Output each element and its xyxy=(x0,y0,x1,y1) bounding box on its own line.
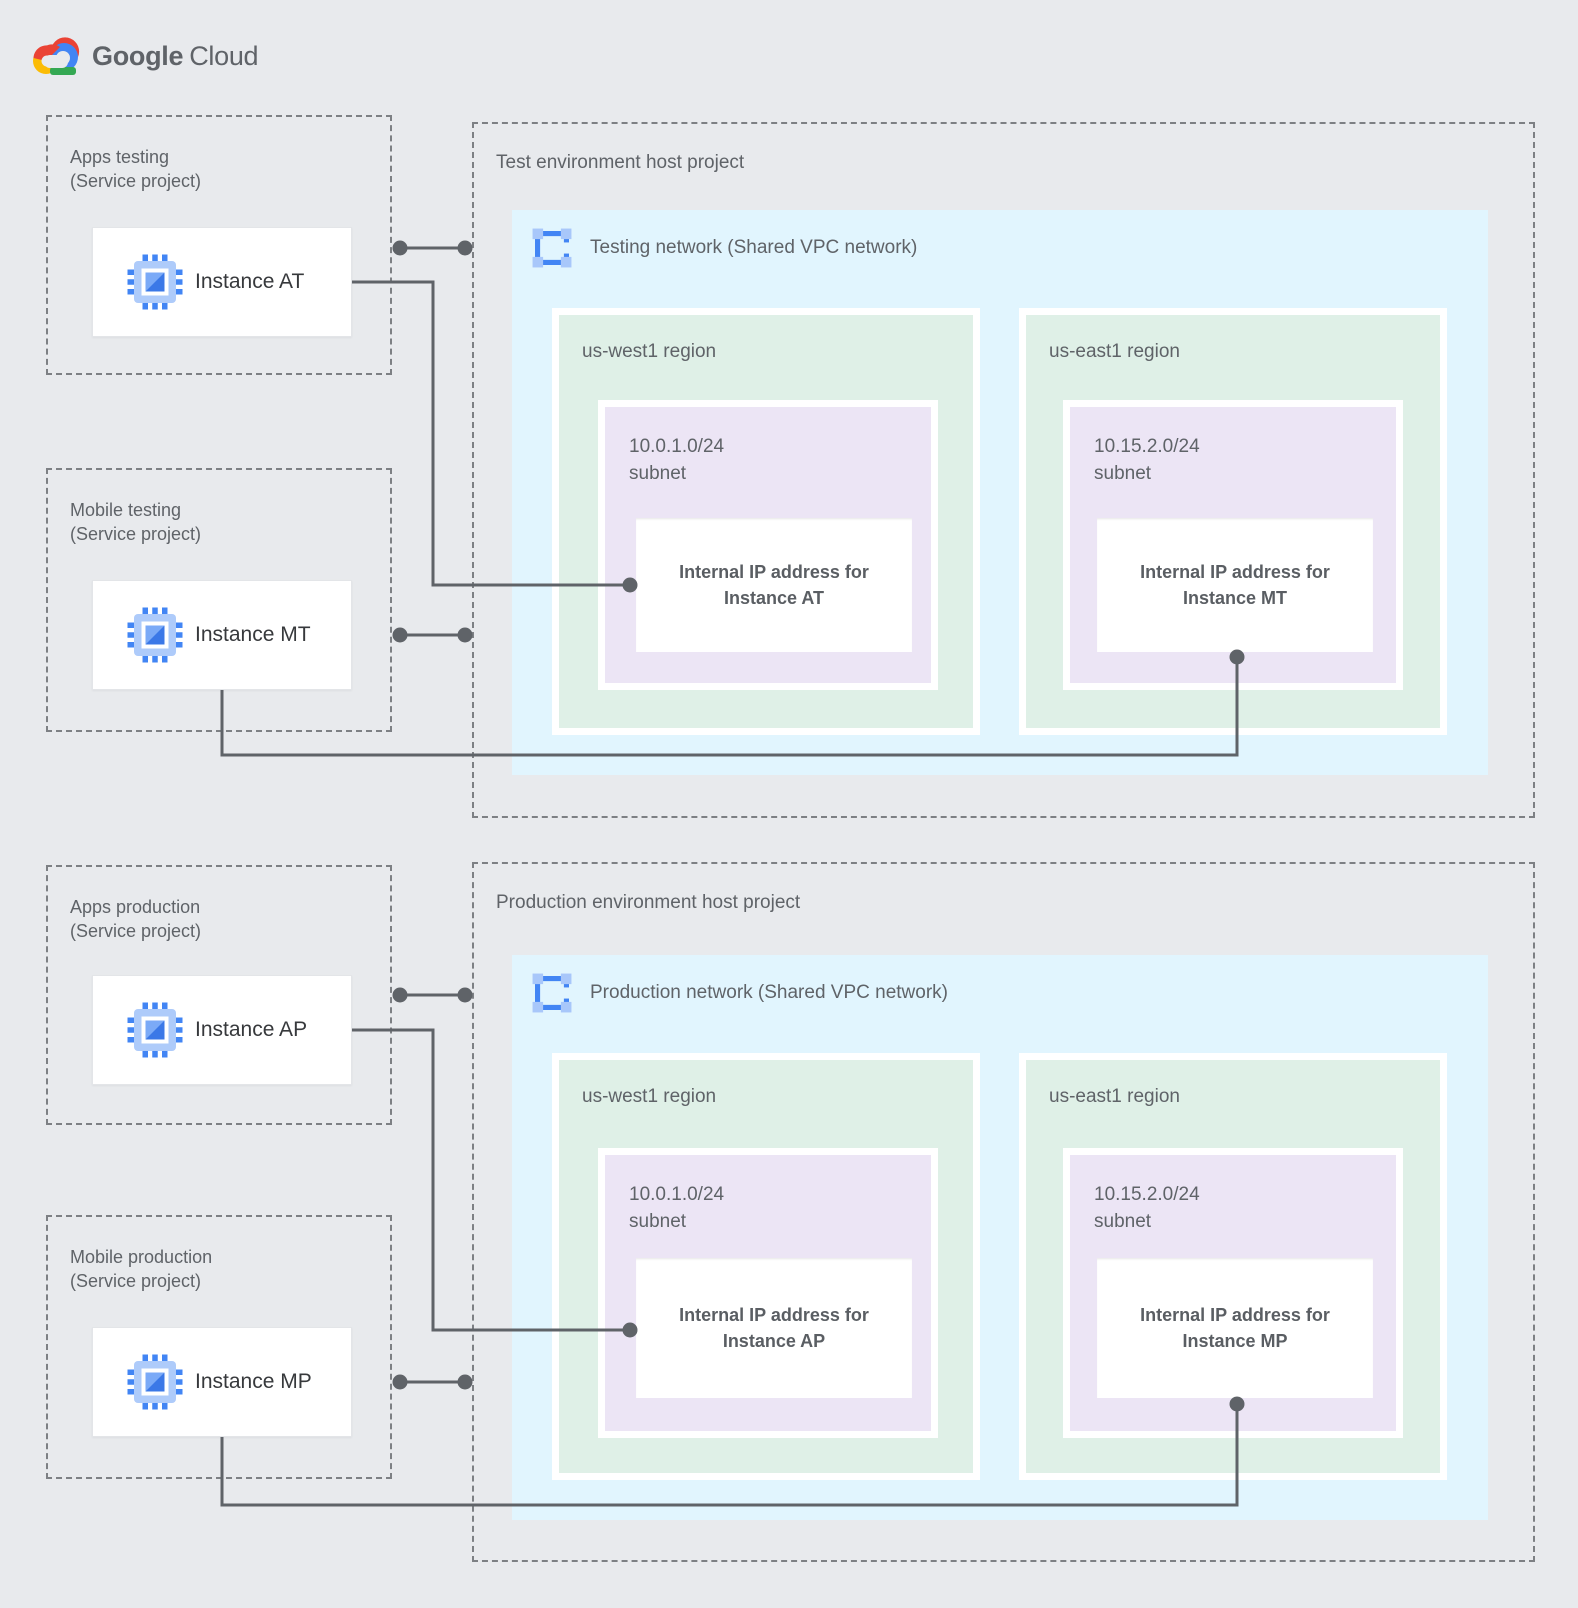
instance-mp-card: Instance MP xyxy=(92,1327,352,1437)
compute-engine-icon xyxy=(127,1002,183,1058)
mobile-testing-project-box: Mobile testing (Service project) xyxy=(46,468,392,732)
instance-at-label: Instance AT xyxy=(195,270,305,293)
internal-ip-mt-line2: Instance MT xyxy=(1182,588,1288,608)
apps-testing-project-box: Apps testing (Service project) xyxy=(46,115,392,375)
prod-east-subnet-label: 10.15.2.0/24 subnet xyxy=(1094,1181,1200,1235)
internal-ip-at-line1: Internal IP address for xyxy=(679,562,869,582)
internal-ip-instance-mp-box: Internal IP address for Instance MP xyxy=(1097,1258,1373,1398)
prod-us-west1-region-label: us-west1 region xyxy=(582,1086,717,1107)
mobile-testing-subtitle: (Service project) xyxy=(70,524,202,544)
mobile-production-project-box: Mobile production (Service project) xyxy=(46,1215,392,1479)
instance-at-card: Instance AT xyxy=(92,227,352,337)
internal-ip-mp-line1: Internal IP address for xyxy=(1140,1305,1330,1325)
production-network-label: Production network (Shared VPC network) xyxy=(590,982,948,1003)
google-cloud-icon xyxy=(33,37,80,75)
test-east-subnet-cidr: 10.15.2.0/24 xyxy=(1094,436,1200,457)
apps-production-title: Apps production xyxy=(70,897,201,917)
test-us-west1-region-label: us-west1 region xyxy=(582,341,717,362)
connector-apps-production-host-link xyxy=(392,987,473,1003)
mobile-production-title: Mobile production xyxy=(70,1247,213,1267)
compute-engine-icon xyxy=(127,1354,183,1410)
logo-google-text: Google xyxy=(92,40,184,71)
instance-mt-card: Instance MT xyxy=(92,580,352,690)
test-east-subnet-word: subnet xyxy=(1094,463,1152,484)
production-network-header: Production network (Shared VPC network) xyxy=(532,973,948,1013)
apps-production-label: Apps production (Service project) xyxy=(70,895,201,943)
instance-mp-label: Instance MP xyxy=(195,1370,312,1393)
mobile-production-subtitle: (Service project) xyxy=(70,1271,202,1291)
prod-east-subnet-cidr: 10.15.2.0/24 xyxy=(1094,1184,1200,1205)
prod-west-subnet-word: subnet xyxy=(629,1211,687,1232)
test-east-subnet-label: 10.15.2.0/24 subnet xyxy=(1094,433,1200,487)
mobile-testing-label: Mobile testing (Service project) xyxy=(70,498,201,546)
test-west-subnet-word: subnet xyxy=(629,463,687,484)
testing-network-header: Testing network (Shared VPC network) xyxy=(532,228,917,268)
test-west-subnet-label: 10.0.1.0/24 subnet xyxy=(629,433,724,487)
apps-testing-subtitle: (Service project) xyxy=(70,171,202,191)
instance-ap-card: Instance AP xyxy=(92,975,352,1085)
vpc-network-icon xyxy=(532,973,572,1013)
internal-ip-ap-line1: Internal IP address for xyxy=(679,1305,869,1325)
test-host-project-label: Test environment host project xyxy=(496,152,745,173)
apps-testing-label: Apps testing (Service project) xyxy=(70,145,201,193)
internal-ip-ap-line2: Instance AP xyxy=(722,1331,826,1351)
compute-engine-icon xyxy=(127,607,183,663)
testing-network-label: Testing network (Shared VPC network) xyxy=(590,237,918,258)
vpc-network-icon xyxy=(532,228,572,268)
internal-ip-instance-ap-box: Internal IP address for Instance AP xyxy=(636,1258,912,1398)
compute-engine-icon xyxy=(127,254,183,310)
mobile-production-label: Mobile production (Service project) xyxy=(70,1245,212,1293)
internal-ip-mp-line2: Instance MP xyxy=(1182,1331,1288,1351)
internal-ip-instance-mt-box: Internal IP address for Instance MT xyxy=(1097,518,1373,652)
logo-cloud-text: Cloud xyxy=(189,40,259,71)
test-west-subnet-cidr: 10.0.1.0/24 xyxy=(629,436,725,457)
prod-west-subnet-label: 10.0.1.0/24 subnet xyxy=(629,1181,724,1235)
internal-ip-mt-line1: Internal IP address for xyxy=(1140,562,1330,582)
apps-production-subtitle: (Service project) xyxy=(70,921,202,941)
internal-ip-at-line2: Instance AT xyxy=(723,588,825,608)
prod-us-east1-region-label: us-east1 region xyxy=(1049,1086,1180,1107)
connector-mobile-testing-host-link xyxy=(392,627,473,643)
production-host-project-label: Production environment host project xyxy=(496,892,801,913)
prod-west-subnet-cidr: 10.0.1.0/24 xyxy=(629,1184,725,1205)
connector-mobile-production-host-link xyxy=(392,1374,473,1390)
apps-production-project-box: Apps production (Service project) xyxy=(46,865,392,1125)
instance-ap-label: Instance AP xyxy=(195,1018,308,1041)
test-us-east1-region-label: us-east1 region xyxy=(1049,341,1180,362)
prod-east-subnet-word: subnet xyxy=(1094,1211,1152,1232)
internal-ip-instance-at-box: Internal IP address for Instance AT xyxy=(636,518,912,652)
instance-mt-label: Instance MT xyxy=(195,623,311,646)
apps-testing-title: Apps testing xyxy=(70,147,170,167)
connector-apps-testing-host-link xyxy=(392,240,473,256)
mobile-testing-title: Mobile testing xyxy=(70,500,182,520)
